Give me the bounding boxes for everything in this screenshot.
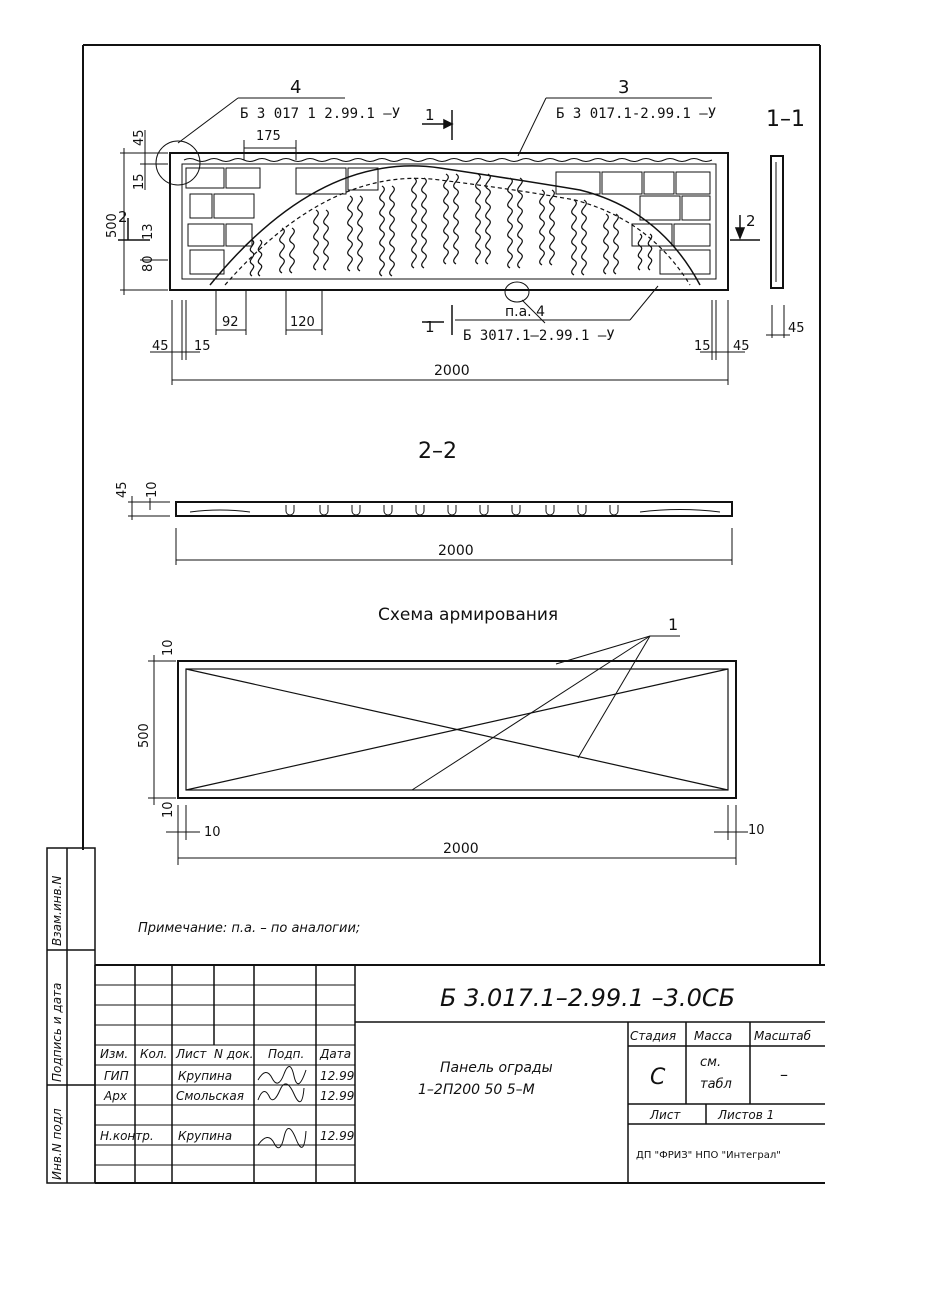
dim-10-scheme-right: 10 [748, 823, 765, 838]
side-stamp-sign-date: Подпись и дата [50, 983, 64, 1082]
document-code: Б 3.017.1–2.99.1 –3.0СБ [440, 984, 735, 1012]
row1-role: ГИП [104, 1069, 129, 1083]
dim-500-scheme: 500 [137, 723, 152, 748]
main-dimension-lines [120, 130, 790, 385]
callout-4-ref: Б 3 017 1 2.99.1 –У [240, 106, 400, 122]
dim-45-top: 45 [132, 129, 147, 146]
header-sign: Подп. [268, 1047, 304, 1061]
dim-10-scheme-bottom: 10 [161, 801, 176, 818]
product-name-line2: 1–2П200 50 5–М [418, 1082, 535, 1098]
section-1-mark-top: 1 [425, 106, 435, 124]
dim-2000-section: 2000 [438, 543, 474, 559]
scheme-dimensions [148, 655, 748, 865]
section-2-2-profile [175, 501, 733, 517]
scale-label: Масштаб [754, 1029, 812, 1043]
dim-10-section: 10 [145, 481, 160, 498]
dim-13: 13 [141, 223, 156, 240]
mass-value-2: табл [700, 1077, 732, 1092]
dim-80: 80 [141, 255, 156, 272]
dim-45-bottom-right: 45 [733, 339, 750, 354]
section-2-2-dimensions [128, 496, 733, 565]
mass-label: Масса [694, 1029, 732, 1043]
callout-pa4-number: п.а. 4 [505, 304, 545, 320]
dim-120: 120 [290, 315, 315, 330]
stage-label: Стадия [630, 1029, 676, 1043]
sheet-frame [82, 44, 825, 1184]
header-izm: Изм. [100, 1047, 128, 1061]
note-text: Примечание: п.а. – по аналогии; [138, 921, 360, 936]
sheets-label: Листов 1 [717, 1108, 774, 1122]
callout-4-number: 4 [290, 77, 301, 98]
row1-date: 12.99 [320, 1069, 354, 1083]
section-2-mark-left: 2 [118, 208, 128, 226]
dim-45-side: 45 [788, 321, 805, 336]
header-list: Лист [175, 1047, 207, 1061]
row2-date: 12.99 [320, 1089, 354, 1103]
dim-15-bottom-left: 15 [194, 339, 211, 354]
dim-175: 175 [256, 129, 281, 144]
dim-15-bottom-right: 15 [694, 339, 711, 354]
panel-elevation [155, 97, 729, 324]
title-block-grid [94, 965, 825, 1183]
dim-10-scheme-top: 10 [161, 639, 176, 656]
scheme-callout: 1 [668, 615, 678, 634]
row3-date: 12.99 [320, 1129, 354, 1143]
scheme-title: Схема армирования [378, 605, 558, 625]
mass-value-1: см. [700, 1055, 721, 1070]
dim-45-section: 45 [115, 481, 130, 498]
row2-name: Смольская [176, 1089, 244, 1103]
dim-45-bottom-left: 45 [152, 339, 169, 354]
organization: ДП "ФРИЗ" НПО "Интеграл" [636, 1150, 781, 1161]
dim-2000-main: 2000 [434, 363, 470, 379]
reinforcement-scheme [177, 635, 737, 799]
callout-3-number: 3 [618, 77, 629, 98]
section-1-mark-bottom: 1 [425, 318, 435, 336]
signature-scribbles [257, 1066, 307, 1149]
scale-value: – [780, 1065, 788, 1084]
section-1-1-profile [770, 155, 784, 289]
section-marks [118, 110, 760, 335]
header-date: Дата [319, 1047, 351, 1061]
section-2-2-title: 2–2 [418, 439, 457, 464]
dim-10-scheme-left: 10 [204, 825, 221, 840]
callout-3-ref: Б 3 017.1-2.99.1 –У [556, 106, 716, 122]
stage-value: С [650, 1065, 666, 1090]
callout-pa4-ref: Б 3017.1–2.99.1 –У [463, 328, 615, 344]
row3-role: Н.контр. [100, 1129, 154, 1143]
row1-name: Крупина [178, 1069, 232, 1083]
dim-15-left: 15 [132, 173, 147, 190]
row3-name: Крупина [178, 1129, 232, 1143]
dim-500: 500 [105, 213, 120, 238]
sheet-label: Лист [649, 1108, 681, 1122]
dim-2000-scheme: 2000 [443, 841, 479, 857]
row2-role: Арх [103, 1089, 128, 1103]
section-1-1-title: 1–1 [766, 107, 805, 132]
side-stamp-inv: Инв.N подл [50, 1108, 64, 1180]
header-kol: Кол. [140, 1047, 167, 1061]
section-2-mark-right: 2 [746, 212, 756, 230]
header-doc: N док. [214, 1047, 254, 1061]
dim-92: 92 [222, 315, 239, 330]
side-stamp-replace: Взам.инв.N [50, 876, 64, 946]
product-name-line1: Панель ограды [440, 1060, 553, 1076]
